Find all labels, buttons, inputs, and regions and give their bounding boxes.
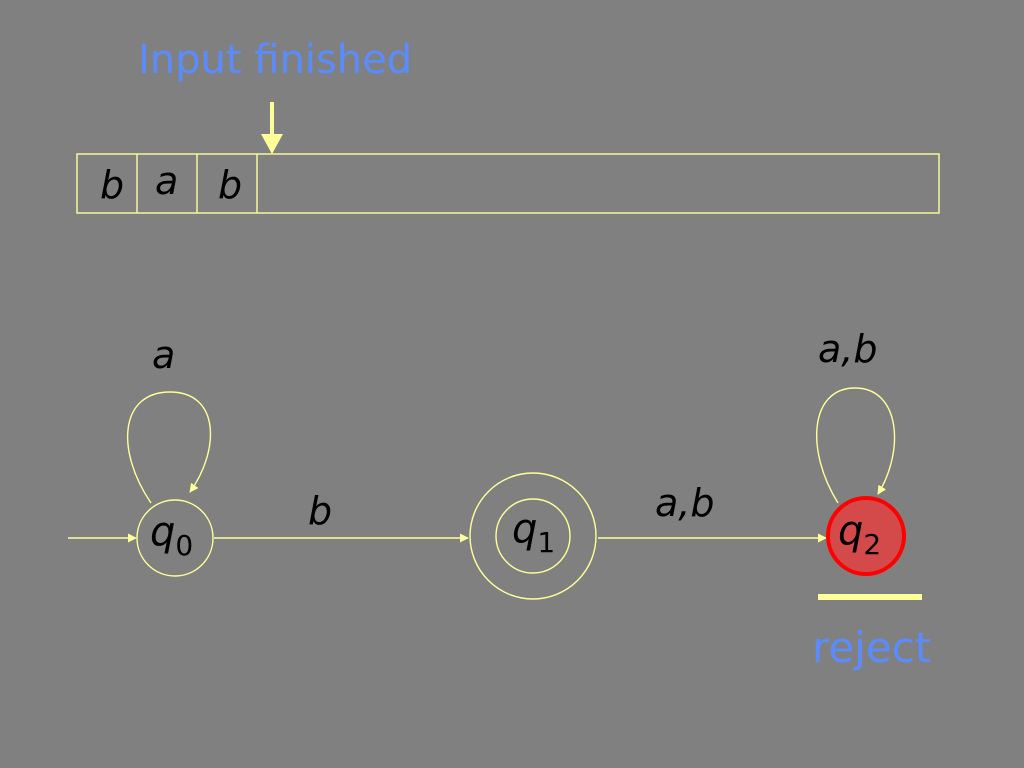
state-q0-sub: 0 xyxy=(175,529,193,562)
state-q0-label: q0 xyxy=(150,509,193,562)
tape-cell-2: a xyxy=(155,159,178,203)
state-q1-sub: 1 xyxy=(537,526,555,559)
label-q0-q1: b xyxy=(308,489,332,533)
loop-q0 xyxy=(126,391,212,504)
tape-cell-3: b xyxy=(218,163,242,207)
state-q1: q1 xyxy=(469,472,597,600)
input-tape: b a b xyxy=(76,153,940,214)
state-q2-circle xyxy=(826,496,906,576)
label-q1-q2: a,b xyxy=(655,481,715,525)
tape-head-arrow xyxy=(261,102,283,154)
state-q1-inner-circle xyxy=(495,498,571,574)
caption-input-finished: Input finished xyxy=(138,37,412,83)
label-loop-q2: a,b xyxy=(818,327,878,371)
state-q0-circle xyxy=(136,499,214,577)
state-q0-base: q xyxy=(150,509,175,555)
tape-cell-1: b xyxy=(100,163,124,207)
state-q1-base: q xyxy=(512,506,537,552)
label-loop-q0: a xyxy=(152,333,175,377)
tape-outline xyxy=(76,153,940,214)
state-q1-label: q1 xyxy=(512,506,555,559)
state-q0: q0 xyxy=(136,499,214,577)
loop-q2 xyxy=(815,387,896,504)
state-q1-outer-circle xyxy=(469,472,597,600)
state-q2-base: q xyxy=(838,508,863,554)
state-q2-sub: 2 xyxy=(863,528,881,561)
state-q2: q2 xyxy=(826,496,906,576)
state-q2-label: q2 xyxy=(838,508,881,561)
result-text: reject xyxy=(812,623,931,672)
